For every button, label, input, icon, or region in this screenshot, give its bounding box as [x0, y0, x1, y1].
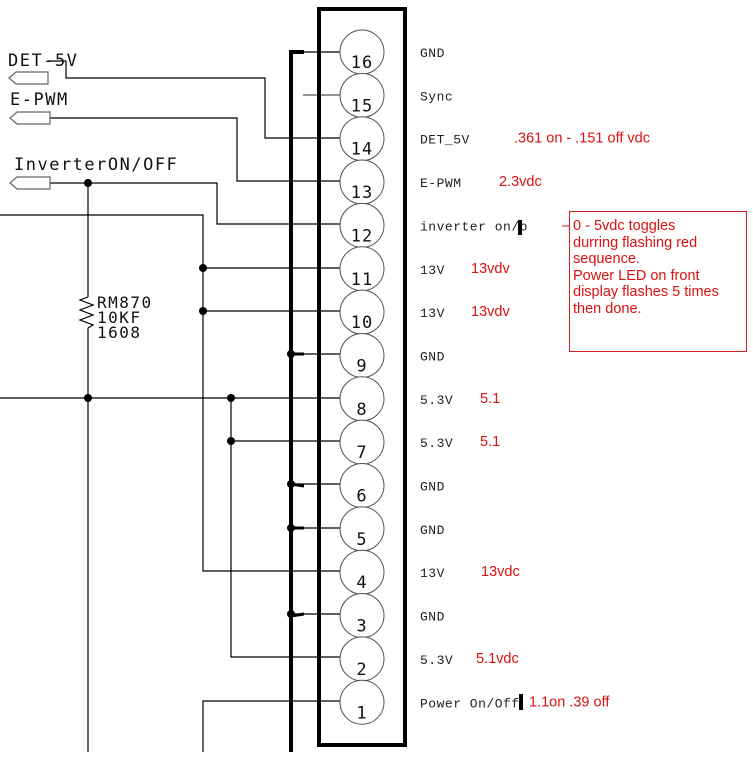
pin-number: 10 [351, 313, 373, 333]
resistor-label-value: 10KF [97, 308, 142, 327]
wire-e-pwm [50, 117, 340, 182]
resistor-label-part: RM870 [97, 293, 153, 312]
pin-signal-label: 5.3V [420, 393, 453, 408]
wire-5v3-bus [230, 398, 340, 658]
note-line: display flashes 5 times [573, 284, 719, 300]
note-line: sequence. [573, 251, 640, 267]
wire-inverter-onoff [50, 182, 340, 225]
note-line: Power LED on front [573, 267, 700, 284]
pin-signal-label: GND [420, 46, 445, 61]
junction-dot [287, 610, 295, 618]
pin-measurement: 13vdv [471, 261, 510, 277]
note-line: durring flashing red [573, 234, 698, 251]
resistor-zigzag [78, 296, 95, 329]
port-label-inverter: InverterON/OFF [14, 155, 178, 175]
pin-signal-label: 5.3V [420, 436, 453, 451]
pin-signal-label: 5.3V [420, 653, 453, 668]
port-label-det-5v: DET-5V [8, 51, 78, 71]
pin-signal-label: DET_5V [420, 133, 470, 148]
pin-number: 14 [351, 140, 373, 160]
pin-signal-label: E-PWM [420, 176, 462, 191]
pin-signal-label: Power On/Off [420, 696, 520, 711]
pin-number: 15 [351, 96, 373, 116]
pin-measurement: 2.3vdc [499, 174, 542, 190]
connector-housing [317, 7, 407, 747]
pin-signal-label: GND [420, 349, 445, 364]
pin-measurement: 5.1 [480, 434, 500, 450]
pin-signal-label: GND [420, 523, 445, 538]
junction-dot [84, 179, 92, 187]
port-flag-inverter [9, 176, 51, 190]
pin-number: 3 [356, 617, 367, 637]
pin-number: 11 [351, 270, 373, 290]
port-flags [8, 71, 51, 190]
junction-dot [287, 350, 295, 358]
pin-measurement: 5.1vdc [476, 651, 519, 667]
wire-13v-feed [0, 214, 340, 572]
wiring [0, 51, 340, 752]
pin-number: 2 [356, 660, 367, 680]
pin-1 [339, 679, 385, 725]
junction-dot [287, 480, 295, 488]
resistor-label-size: 1608 [97, 323, 142, 342]
pin-measurement: .361 on - .151 off vdc [514, 131, 650, 147]
junction-dot [227, 394, 235, 402]
pin-number: 13 [351, 183, 373, 203]
wire-det-5v [48, 60, 340, 139]
wire-power-onoff [202, 700, 340, 752]
pin-signal-label: 13V [420, 566, 445, 581]
junction-dot [199, 264, 207, 272]
port-flag-e-pwm [9, 111, 51, 125]
port-flag-det-5v [8, 71, 49, 85]
pin-number: 7 [356, 443, 367, 463]
pin-measurement: 5.1 [480, 391, 500, 407]
junctions [84, 179, 295, 618]
pin-signal-label: GND [420, 610, 445, 625]
connector-pins: 16 15 14 13 12 11 10 9 8 7 6 5 4 3 2 1 [339, 29, 385, 725]
pin-number: 4 [356, 573, 367, 593]
pin-number: 6 [356, 487, 367, 507]
pin-number: 9 [356, 356, 367, 376]
pin-number: 16 [351, 53, 373, 73]
pin-measurement: 1.1on .39 off [529, 694, 610, 710]
pin-signal-label: inverter on/o [420, 219, 528, 234]
pin-signal-label: Sync [420, 89, 453, 104]
text-cursor-mark [518, 220, 522, 235]
pin-signal-label: 13V [420, 263, 445, 278]
pin-signal-label: 13V [420, 306, 445, 321]
junction-dot [199, 307, 207, 315]
note-line: then done. [573, 300, 642, 317]
pin-signal-label: GND [420, 480, 445, 495]
junction-dot [287, 524, 295, 532]
pin-number: 8 [356, 400, 367, 420]
ground-bus [289, 50, 304, 752]
junction-dot [227, 437, 235, 445]
measurement-note-box: 0 - 5vdc toggles durring flashing red se… [569, 211, 747, 352]
text-cursor-mark [519, 694, 523, 710]
pin-measurement: 13vdc [481, 564, 520, 580]
pin-number: 1 [356, 703, 367, 723]
pin-number: 5 [356, 530, 367, 550]
pin-number: 12 [351, 226, 373, 246]
junction-dot [84, 394, 92, 402]
port-label-e-pwm: E-PWM [10, 90, 69, 110]
note-line: 0 - 5vdc toggles [573, 218, 676, 234]
pin-measurement: 13vdv [471, 304, 510, 320]
